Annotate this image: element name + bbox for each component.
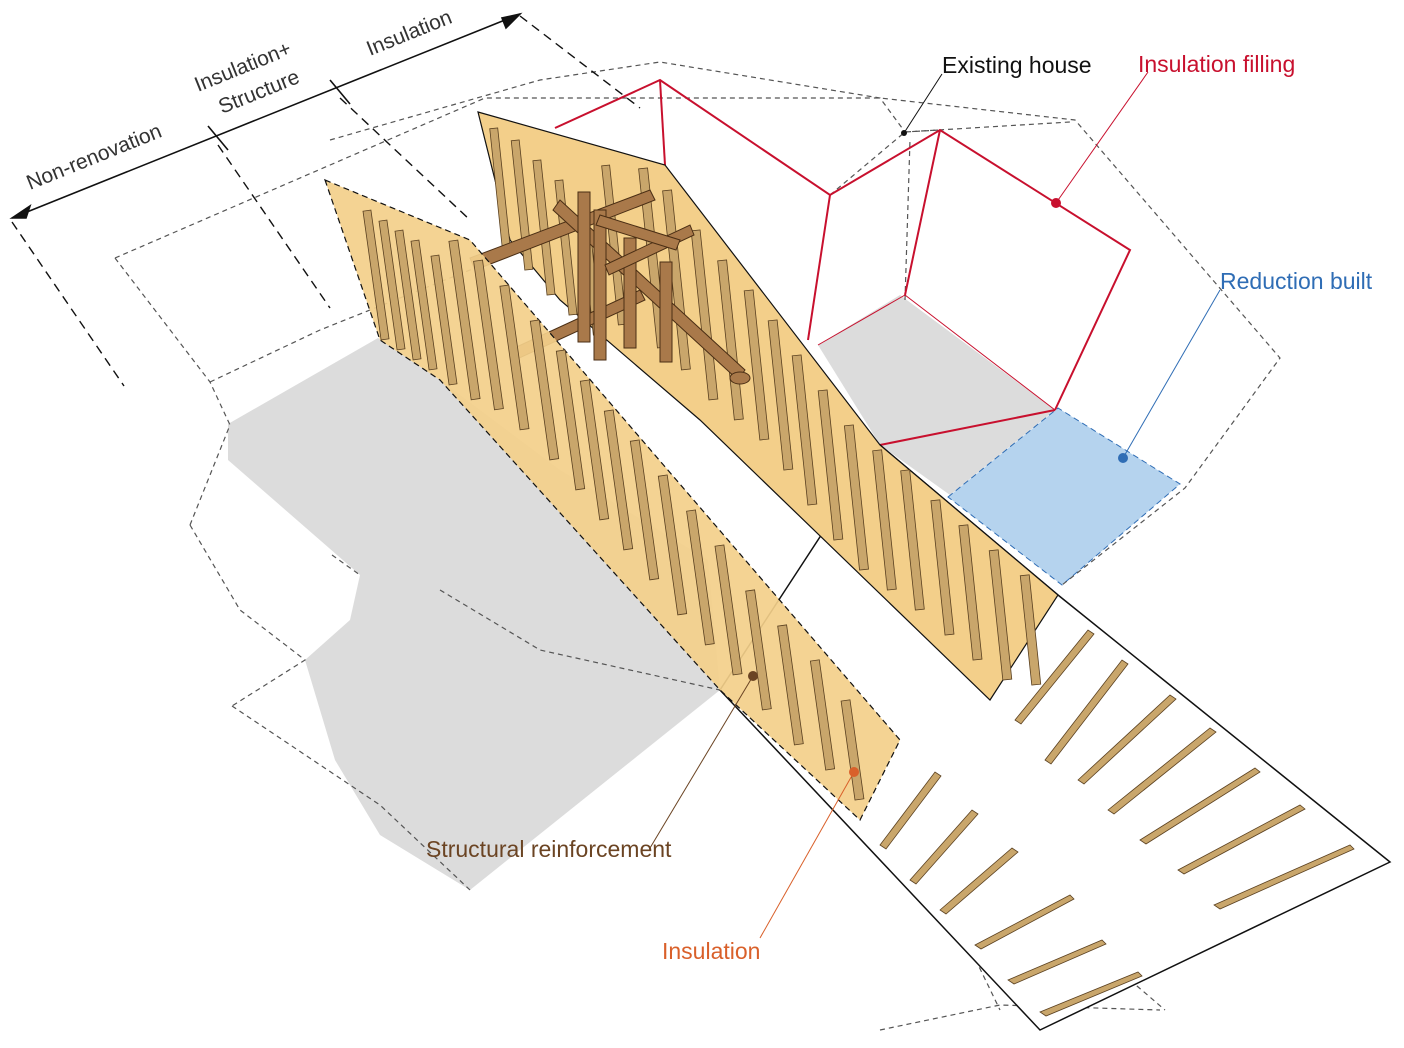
floor-gray-right [818, 295, 1055, 495]
front-panel-studs [362, 209, 865, 801]
reduction-built-dot [1118, 453, 1128, 463]
label-structural-reinforcement: Structural reinforcement [426, 836, 672, 862]
structural-reinforcement-dot [748, 671, 758, 681]
structural-reinforcement-frame [469, 189, 751, 385]
insulation-filling-dot [1051, 198, 1061, 208]
label-insulation: Insulation [662, 938, 760, 964]
zone-label-non-renovation: Non-renovation [23, 120, 165, 195]
dimension-lines [9, 12, 523, 219]
floor-joists [879, 629, 1355, 1017]
floor-gray-left [228, 338, 720, 890]
reduction-built-area [947, 407, 1181, 586]
insulation-filling-thin [817, 294, 1056, 411]
insulation-filling-outline [554, 78, 1132, 446]
zone-label-insulation: Insulation [363, 6, 455, 61]
insulation-dot [849, 767, 859, 777]
label-insulation-filling: Insulation filling [1138, 51, 1295, 77]
label-reduction-built: Reduction built [1220, 268, 1373, 294]
label-existing-house: Existing house [942, 52, 1092, 78]
dimension-extensions [11, 15, 641, 387]
existing-house-dot [901, 130, 907, 136]
leader-lines [649, 71, 1221, 939]
